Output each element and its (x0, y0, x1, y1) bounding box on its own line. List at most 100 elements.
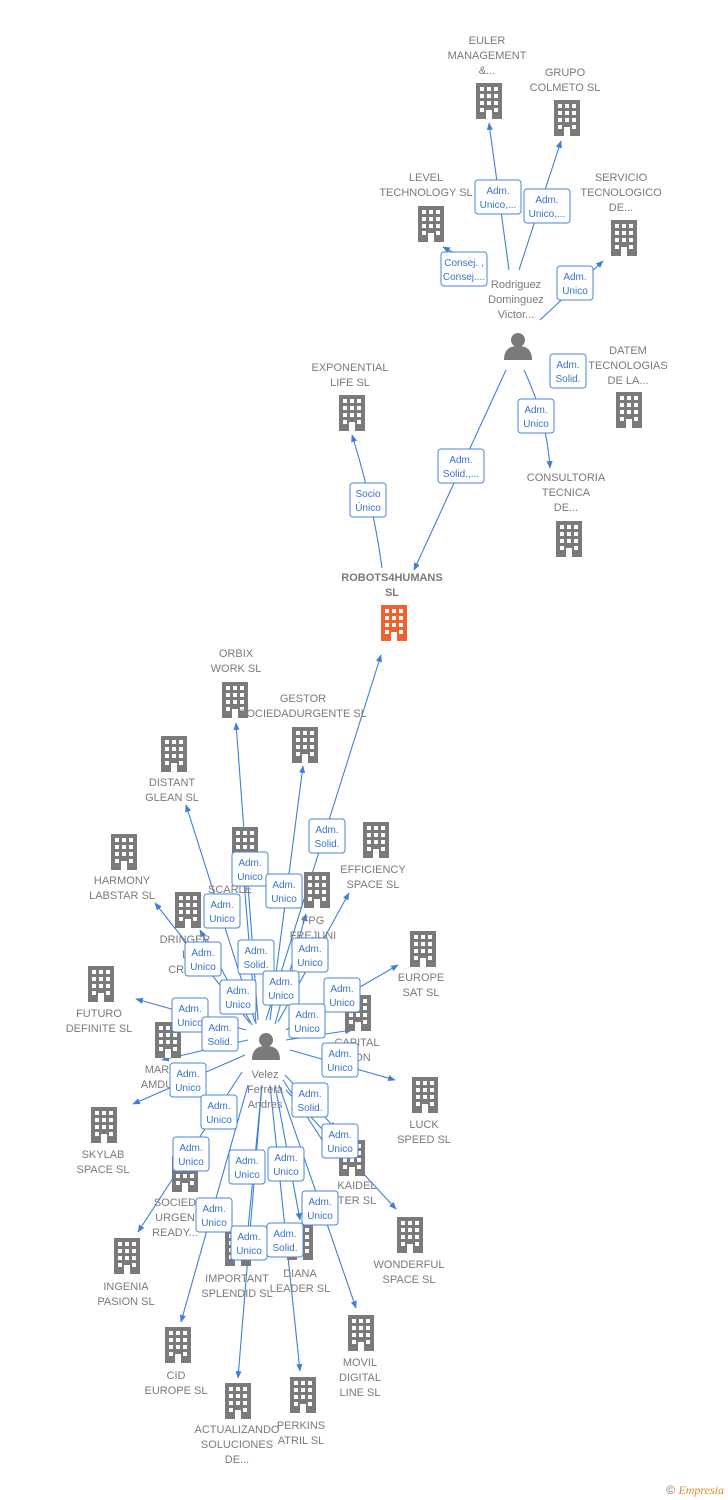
node-wonderful[interactable]: WONDERFUL SPACE SL (374, 1217, 445, 1286)
node-label[interactable]: LIFE SL (330, 377, 370, 389)
node-label[interactable]: GRUPO (545, 67, 586, 79)
building-icon[interactable] (290, 1377, 316, 1413)
building-icon[interactable] (397, 1217, 423, 1253)
node-label[interactable]: GLEAN SL (145, 792, 199, 804)
role-badge[interactable]: Adm.Unico (321, 1042, 359, 1078)
role-badge[interactable]: Adm.Unico (171, 997, 209, 1033)
building-icon[interactable] (611, 220, 637, 256)
node-label[interactable]: TECHNOLOGY SL (379, 187, 472, 199)
building-icon[interactable] (556, 521, 582, 557)
person-icon[interactable] (504, 333, 532, 360)
node-harmony[interactable]: HARMONY LABSTAR SL (89, 834, 155, 902)
node-label[interactable]: SKYLAB (82, 1149, 125, 1161)
node-skylab[interactable]: SKYLAB SPACE SL (77, 1107, 130, 1176)
node-label[interactable]: SERVICIO (595, 172, 648, 184)
node-label[interactable]: WONDERFUL (374, 1259, 445, 1271)
role-badge[interactable]: Consej. ,Consej.... (440, 251, 488, 287)
node-socied[interactable]: SOCIEDURGENREADY... (152, 1156, 198, 1239)
node-label[interactable]: DATEM (609, 345, 647, 357)
role-badge[interactable]: Adm.Unico (291, 937, 329, 973)
role-badge[interactable]: Adm.Unico (231, 851, 269, 887)
node-label[interactable]: SPEED SL (397, 1134, 451, 1146)
node-rodriguez[interactable]: RodriguezDominguezVictor... (488, 279, 544, 360)
role-badge[interactable]: Adm.Unico (200, 1094, 238, 1130)
building-icon[interactable] (339, 395, 365, 431)
role-badge[interactable]: Adm.Unico (517, 398, 555, 434)
node-label[interactable]: EFFICIENCY (340, 864, 406, 876)
node-actualizando[interactable]: ACTUALIZANDOSOLUCIONESDE... (195, 1383, 280, 1466)
node-label[interactable]: DE... (609, 202, 633, 214)
node-label[interactable]: SCARLE (208, 884, 252, 896)
node-label[interactable]: GESTOR (280, 693, 326, 705)
node-label[interactable]: Velez (252, 1069, 279, 1081)
building-icon[interactable] (292, 727, 318, 763)
node-label[interactable]: Victor... (498, 309, 534, 321)
role-badge[interactable]: Adm.Solid. (549, 353, 587, 389)
node-label[interactable]: SOCIED (154, 1197, 196, 1209)
node-label[interactable]: LABSTAR SL (89, 890, 155, 902)
role-badge[interactable]: Adm.Unico (267, 1146, 305, 1182)
node-label[interactable]: SL (385, 587, 399, 599)
node-label[interactable]: WORK SL (211, 663, 262, 675)
node-label[interactable]: SPACE SL (347, 879, 400, 891)
node-label[interactable]: SOCIEDADURGENTE SL (239, 708, 367, 720)
role-badge[interactable]: Adm.Unico (556, 265, 594, 301)
node-label[interactable]: HARMONY (94, 875, 151, 887)
role-badge[interactable]: Adm.Unico (169, 1062, 207, 1098)
building-icon[interactable] (111, 834, 137, 870)
node-label[interactable]: LINE SL (340, 1387, 381, 1399)
role-badge[interactable]: Adm.Unico (219, 979, 257, 1015)
building-icon[interactable] (175, 892, 201, 928)
building-icon[interactable] (381, 605, 407, 641)
node-label[interactable]: FUTURO (76, 1008, 122, 1020)
node-gestor[interactable]: GESTOR SOCIEDADURGENTE SL (239, 693, 367, 763)
node-label[interactable]: SPACE SL (77, 1164, 130, 1176)
role-badge[interactable]: Adm.Unico (288, 1003, 326, 1039)
building-icon[interactable] (304, 872, 330, 908)
node-label[interactable]: ATRIL SL (278, 1435, 324, 1447)
role-badge[interactable]: Adm.Unico (228, 1149, 266, 1185)
role-badge[interactable]: Adm.Unico (265, 873, 303, 909)
node-label[interactable]: DISTANT (149, 777, 196, 789)
role-badge[interactable]: Adm.Unico (301, 1190, 339, 1226)
building-icon[interactable] (410, 931, 436, 967)
node-label[interactable]: LEVEL (409, 172, 443, 184)
role-badge[interactable]: Adm.Unico (184, 941, 222, 977)
node-label[interactable]: TECNOLOGIAS (588, 360, 667, 372)
node-label[interactable]: TER SL (338, 1195, 377, 1207)
role-badge[interactable]: Adm.Solid. (201, 1016, 239, 1052)
node-label[interactable]: SPLENDID SL (201, 1288, 273, 1300)
role-badge[interactable]: Adm.Unico (230, 1225, 268, 1261)
node-label[interactable]: URGEN (155, 1212, 195, 1224)
node-label[interactable]: ACTUALIZANDO (195, 1424, 280, 1436)
node-scarle[interactable]: SCARLE (208, 827, 258, 896)
node-label[interactable]: PERKINS (277, 1420, 325, 1432)
node-label[interactable]: SOLUCIONES (201, 1439, 273, 1451)
node-label[interactable]: SAT SL (403, 987, 440, 999)
node-label[interactable]: SPACE SL (383, 1274, 436, 1286)
node-label[interactable]: LEADER SL (270, 1283, 331, 1295)
node-label[interactable]: INGENIA (103, 1281, 149, 1293)
node-label[interactable]: DE... (554, 502, 578, 514)
role-badge[interactable]: Adm.Unico (262, 970, 300, 1006)
node-servicio[interactable]: SERVICIOTECNOLOGICODE... (580, 172, 662, 256)
node-label[interactable]: CONSULTORIA (527, 472, 606, 484)
node-label[interactable]: MAR (145, 1064, 170, 1076)
node-label[interactable]: AMDU (141, 1079, 173, 1091)
node-mar[interactable]: MAR AMDU (141, 1022, 181, 1091)
role-badge[interactable]: Adm.Unico,... (474, 179, 522, 215)
building-icon[interactable] (91, 1107, 117, 1143)
role-badge[interactable]: Adm.Solid. (266, 1222, 304, 1258)
node-label[interactable]: COLMETO SL (530, 82, 601, 94)
